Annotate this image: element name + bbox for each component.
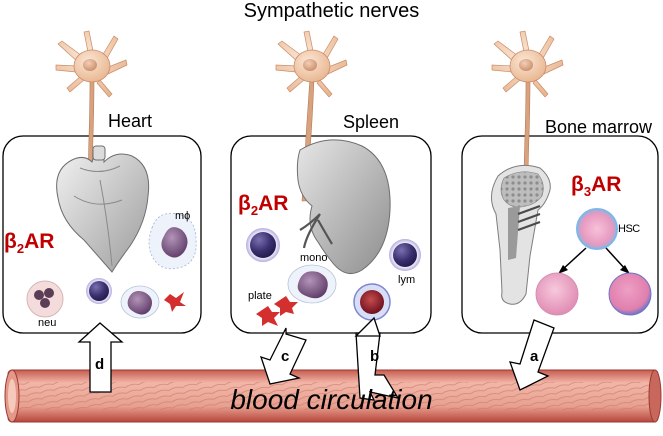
diagram-title: Sympathetic nerves [243,0,420,22]
differentiation-arrow-left-head [558,265,568,274]
differentiation-arrow-right [605,247,627,271]
blood-vessel [4,369,662,423]
macrophage-icon [148,212,197,270]
lymphocyte-heart-icon [86,278,112,304]
heart-label: Heart [108,111,153,131]
arrow-a-label: a [530,348,539,365]
heart-receptor-label: β2AR [4,230,55,257]
monocyte-spleen-icon [287,264,337,304]
platelet-heart-icon [164,292,186,312]
blood-circulation-label: blood circulation [230,384,433,415]
arrow-b-label: b [370,348,380,365]
bone-organ-icon [491,164,551,305]
heart-organ-icon [56,145,150,273]
platelet-label: plate [248,290,272,302]
arrow-d-label: d [95,356,105,373]
lymphocyte-label: lym [398,274,416,286]
differentiation-arrow-left [561,247,587,271]
red-cell-spleen-icon [353,283,391,321]
arrow-c [259,327,307,385]
differentiation-arrow-right-head [620,265,630,274]
monocyte-heart-icon [120,285,160,319]
progenitor-cell-icon-2 [608,272,652,316]
arrow-c-label: c [281,348,290,365]
neuron-bone-marrow-icon [491,30,564,182]
hsc-label: HSC [618,223,640,235]
bone-marrow-receptor-label: β3AR [571,173,622,200]
macrophage-label: mϕ [175,210,191,222]
bone-marrow-label: Bone marrow [545,117,653,137]
neutrophil-label: neu [38,317,57,329]
lymphocyte-spleen-icon-2 [389,239,421,271]
platelet-spleen-icon-2 [274,296,298,316]
arrow-b [354,316,400,401]
progenitor-cell-icon-1 [535,272,579,316]
neutrophil-icon [26,280,64,318]
monocyte-label: mono [300,252,328,264]
arrow-d [77,322,124,393]
spleen-label: Spleen [343,112,400,132]
spleen-organ-icon [296,139,391,275]
arrow-a [509,319,555,391]
lymphocyte-spleen-icon-1 [246,228,280,262]
platelet-spleen-icon-1 [256,306,280,326]
spleen-receptor-label: β2AR [238,192,289,219]
hsc-cell-icon [576,208,618,250]
neuron-heart-icon [55,30,128,197]
